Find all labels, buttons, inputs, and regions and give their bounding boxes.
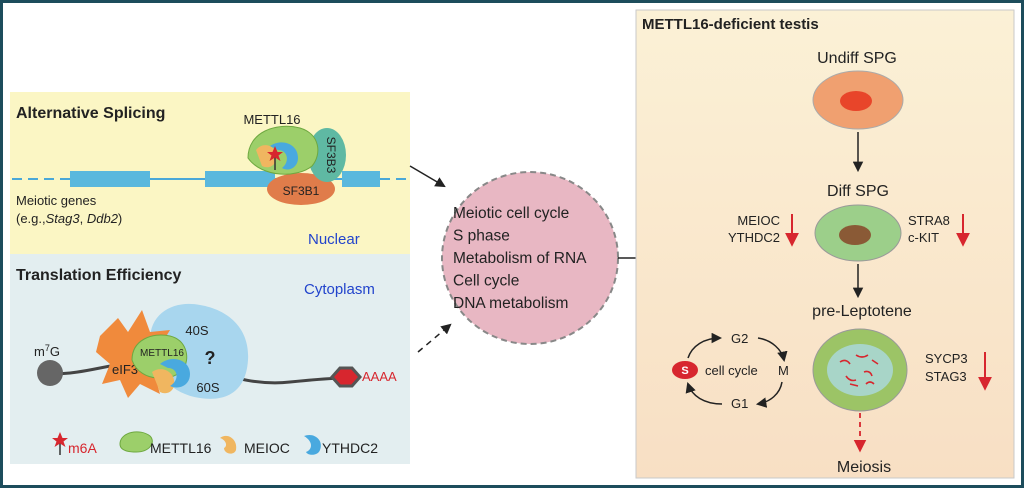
m-label: M (778, 363, 789, 378)
legend: m6A METTL16 MEIOC YTHDC2 (52, 431, 378, 456)
exon-2 (205, 171, 275, 187)
pathway-item: S phase (453, 228, 510, 245)
pathway-item: DNA metabolism (453, 295, 568, 312)
cell-cycle-label: cell cycle (705, 363, 758, 378)
arrow-splicing-to-bubble (409, 165, 446, 188)
polya-stop-icon (329, 366, 363, 388)
cycle-arrow-g2-to-m (757, 337, 788, 363)
s-phase-label: S (681, 365, 688, 377)
cycle-arrow-g1-to-s (685, 382, 723, 405)
question-mark: ? (205, 348, 216, 368)
chromosome-strands (839, 354, 879, 387)
sf3b3-protein (308, 128, 346, 182)
ribosome-60s-label: 60S (196, 380, 219, 395)
ythdc2-protein-translation (160, 359, 190, 388)
cycle-arrow-m-to-g1 (755, 381, 783, 408)
ythdc2-legend-label: YTHDC2 (322, 440, 378, 456)
diff-spg-nucleus (839, 225, 871, 245)
pathway-item: Cell cycle (453, 273, 519, 290)
meioc-marker: MEIOC (737, 213, 780, 228)
meiosis-label: Meiosis (837, 459, 891, 476)
meioc-legend-label: MEIOC (244, 440, 290, 456)
meiotic-genes-line2: (e.g.,Stag3, Ddb2) (16, 211, 122, 226)
ckit-marker: c-KIT (908, 230, 939, 245)
meiotic-genes-line1: Meiotic genes (16, 193, 97, 208)
mettl16-label-translation: METTL16 (140, 348, 184, 359)
meioc-legend-icon (220, 435, 237, 454)
ythdc2-protein-splicing (270, 142, 298, 170)
g1-label: G1 (731, 396, 748, 411)
m6a-mark-splicing (267, 146, 283, 170)
testis-title: METTL16-deficient testis (642, 16, 819, 33)
exon-3 (342, 171, 380, 187)
stag3-marker: STAG3 (925, 369, 967, 384)
m7g-cap-label: m7G (34, 343, 60, 359)
sf3b1-protein (267, 173, 335, 205)
splicing-title: Alternative Splicing (16, 105, 165, 122)
diff-spg-label: Diff SPG (827, 183, 889, 200)
eif3-label: eIF3 (112, 362, 138, 377)
pathway-item: Meiotic cell cycle (453, 205, 569, 222)
preleptotene-nucleus (827, 344, 893, 396)
ythdc2-marker: YTHDC2 (728, 230, 780, 245)
sf3b1-label: SF3B1 (283, 184, 320, 198)
meioc-protein-translation (152, 369, 175, 394)
mettl16-legend-icon (119, 431, 153, 453)
polya-label: AAAA (362, 369, 397, 384)
mettl16-legend-label: METTL16 (150, 440, 212, 456)
undiff-spg-nucleus (840, 91, 872, 111)
nuclear-label: Nuclear (308, 231, 360, 248)
pathway-item: Metabolism of RNA (453, 250, 587, 267)
cycle-arrow-s-to-g2 (687, 332, 723, 359)
m6a-legend-icon (52, 432, 68, 455)
sycp3-marker: SYCP3 (925, 351, 968, 366)
stra8-marker: STRA8 (908, 213, 950, 228)
exon-1 (70, 171, 150, 187)
translation-title: Translation Efficiency (16, 267, 181, 284)
ribosome-40s-label: 40S (185, 323, 208, 338)
mettl16-label-splicing: METTL16 (243, 112, 300, 127)
meioc-protein-splicing (256, 145, 277, 168)
m6a-legend-label: m6A (68, 440, 97, 456)
preleptotene-label: pre-Leptotene (812, 303, 912, 320)
sf3b3-label: SF3B3 (324, 137, 338, 174)
g2-label: G2 (731, 331, 748, 346)
s-phase-badge (672, 361, 698, 379)
m7g-cap-icon (37, 360, 63, 386)
undiff-spg-label: Undiff SPG (817, 50, 897, 67)
ythdc2-legend-icon (304, 434, 321, 455)
cytoplasm-label: Cytoplasm (304, 281, 375, 298)
arrow-translation-to-bubble (417, 323, 452, 353)
